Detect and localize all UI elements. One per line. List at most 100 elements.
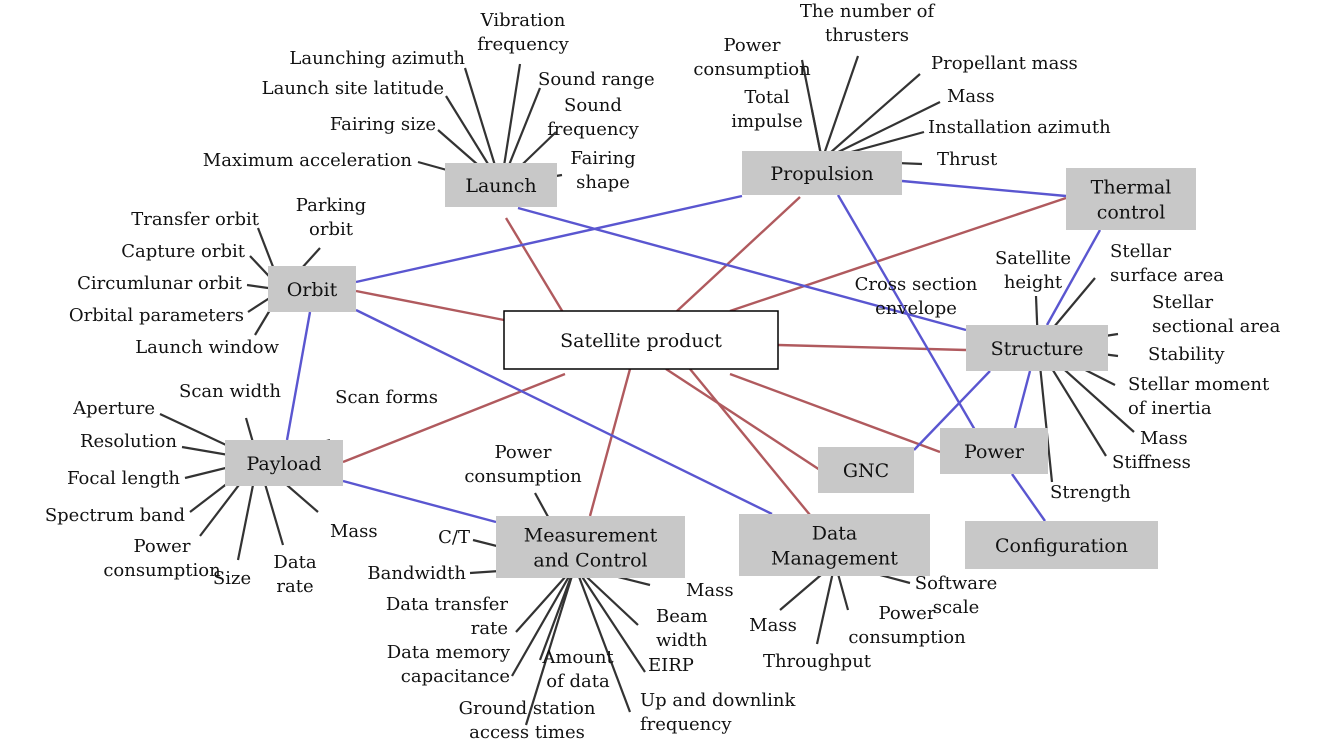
attribute-label-line: C/T xyxy=(438,527,470,548)
attribute-label-line: consumption xyxy=(693,59,811,80)
attribute-label: Launch window xyxy=(135,337,279,358)
attribute-label-line: Maximum acceleration xyxy=(203,150,413,171)
attribute-label: Aperture xyxy=(72,398,155,419)
attribute-label: Thrust xyxy=(937,149,998,170)
attribute-label: Stability xyxy=(1148,344,1225,365)
attribute-label-line: capacitance xyxy=(401,666,510,687)
svg-text:Circumlunar orbit: Circumlunar orbit xyxy=(77,273,243,294)
attribute-label-line: Data transfer xyxy=(386,594,509,615)
attribute-label-line: Data xyxy=(273,552,316,573)
attribute-label: Capture orbit xyxy=(121,241,246,262)
attribute-label-line: Resolution xyxy=(80,431,177,452)
svg-text:Mass: Mass xyxy=(330,521,378,542)
power-node-box xyxy=(940,428,1048,474)
connector-line xyxy=(1011,473,1046,522)
attribute-label-line: consumption xyxy=(103,560,221,581)
attribute-label-line: Launching azimuth xyxy=(289,48,465,69)
attribute-label-line: Stability xyxy=(1148,344,1225,365)
attribute-label-line: Transfer orbit xyxy=(131,209,260,230)
attribute-label-line: Mass xyxy=(330,521,378,542)
connector-line xyxy=(342,479,497,524)
attribute-label: Scan forms xyxy=(335,387,438,408)
connector-line xyxy=(355,308,773,516)
attribute-label: Sound range xyxy=(538,69,655,90)
launch-node-label: Launch xyxy=(465,175,536,197)
satellite-product-node: Satellite product xyxy=(503,310,779,370)
connector-line xyxy=(285,311,312,441)
payload-node-box xyxy=(225,440,343,486)
svg-text:Focal length: Focal length xyxy=(67,468,180,489)
attribute-leg xyxy=(538,565,577,661)
attribute-label-line: Stiffness xyxy=(1112,452,1191,473)
attribute-label: Stellar surface area xyxy=(1110,241,1224,286)
attribute-label-line: Launch window xyxy=(135,337,279,358)
svg-text:Stability: Stability xyxy=(1148,344,1225,365)
attribute-leg xyxy=(821,73,921,161)
attribute-label: Size xyxy=(213,568,251,589)
data-management-node-label: Management xyxy=(771,548,898,570)
attribute-leg xyxy=(524,565,577,726)
attribute-label: Data memory capacitance xyxy=(387,642,511,687)
attribute-label-line: Mass xyxy=(686,580,734,601)
attribute-label-line: The number of xyxy=(800,1,936,22)
attribute-label: Mass xyxy=(686,580,734,601)
attribute-label-line: Software xyxy=(915,573,997,594)
measurement-and-control-node-label: and Control xyxy=(533,550,647,572)
power-node-label: Power xyxy=(964,441,1025,463)
attribute-label: Strength xyxy=(1050,482,1131,503)
svg-text:Launch site latitude: Launch site latitude xyxy=(262,78,444,99)
attribute-label-line: surface area xyxy=(1110,265,1224,286)
orbit-node-label: Orbit xyxy=(287,279,338,301)
propulsion-node-box xyxy=(742,151,902,195)
attribute-label: Mass xyxy=(749,615,797,636)
attribute-label-line: Aperture xyxy=(72,398,155,419)
configuration-node-box xyxy=(965,521,1158,569)
attribute-label-line: frequency xyxy=(547,119,639,140)
attribute-label-line: Parking xyxy=(296,195,366,216)
attribute-label-line: Data memory xyxy=(387,642,511,663)
attribute-leg xyxy=(820,55,860,161)
attribute-label: Propellant mass xyxy=(931,53,1078,74)
attribute-leg xyxy=(511,565,576,677)
data-management-node-label: Data xyxy=(812,523,858,545)
svg-text:Sound range: Sound range xyxy=(538,69,655,90)
attribute-label-line: width xyxy=(656,630,708,651)
attribute-label-line: of data xyxy=(546,671,610,692)
svg-text:Spectrum band: Spectrum band xyxy=(45,505,185,526)
attribute-label-line: Beam xyxy=(656,606,708,627)
attribute-label-line: Size xyxy=(213,568,251,589)
attribute-label-line: Stellar xyxy=(1110,241,1171,262)
attribute-label: Focal length xyxy=(67,468,180,489)
attribute-label-line: Amount xyxy=(541,647,614,668)
thermal-control-node-box xyxy=(1066,168,1196,230)
connector-line xyxy=(901,179,1067,198)
attribute-label-line: EIRP xyxy=(648,655,694,676)
attribute-label: Mass xyxy=(947,86,995,107)
attribute-label: Orbital parameters xyxy=(69,305,244,326)
svg-text:Resolution: Resolution xyxy=(80,431,177,452)
connector-line xyxy=(729,372,941,454)
connector-line xyxy=(504,217,569,320)
attribute-label-line: access times xyxy=(469,722,585,740)
svg-text:Installation azimuth: Installation azimuth xyxy=(928,117,1111,138)
attribute-label: Launching azimuth xyxy=(289,48,465,69)
attribute-label: Stiffness xyxy=(1112,452,1191,473)
svg-text:Mass: Mass xyxy=(947,86,995,107)
payload-node: Payload xyxy=(225,440,343,486)
